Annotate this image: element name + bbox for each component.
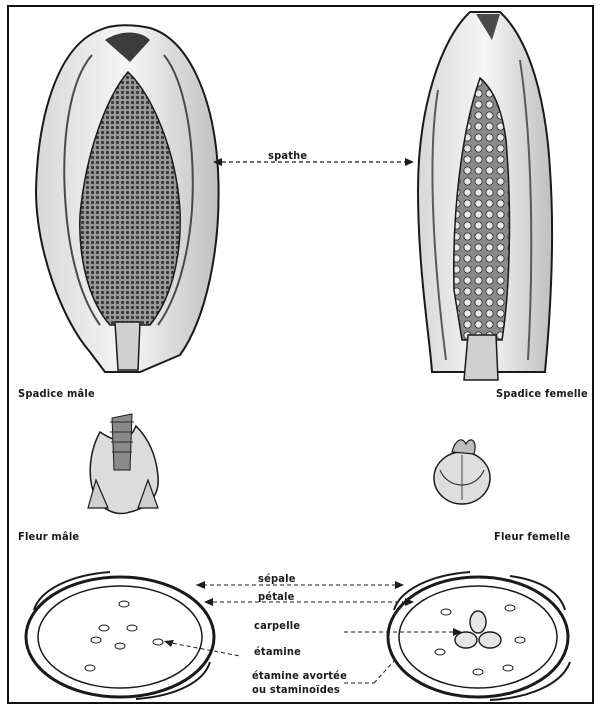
spathe-pointer [213, 158, 414, 166]
male-flower-illustration [88, 414, 158, 513]
label-sepale: sépale [258, 572, 296, 585]
label-carpelle: carpelle [254, 619, 300, 632]
label-spadice-femelle: Spadice femelle [496, 387, 588, 400]
label-petale: pétale [258, 590, 295, 603]
label-etamine-avortee: étamine avortée [252, 669, 347, 682]
label-fleur-male: Fleur mâle [18, 530, 79, 543]
label-etamine: étamine [254, 645, 301, 658]
female-floral-diagram [388, 572, 570, 700]
label-spadice-male: Spadice mâle [18, 387, 95, 400]
label-fleur-femelle: Fleur femelle [494, 530, 570, 543]
label-spathe: spathe [268, 149, 307, 162]
female-flower-illustration [434, 440, 490, 504]
label-staminoides: ou staminoïdes [252, 683, 340, 696]
male-spadix-illustration [36, 25, 219, 372]
female-spadix-illustration [418, 12, 552, 380]
male-floral-diagram [26, 572, 214, 699]
